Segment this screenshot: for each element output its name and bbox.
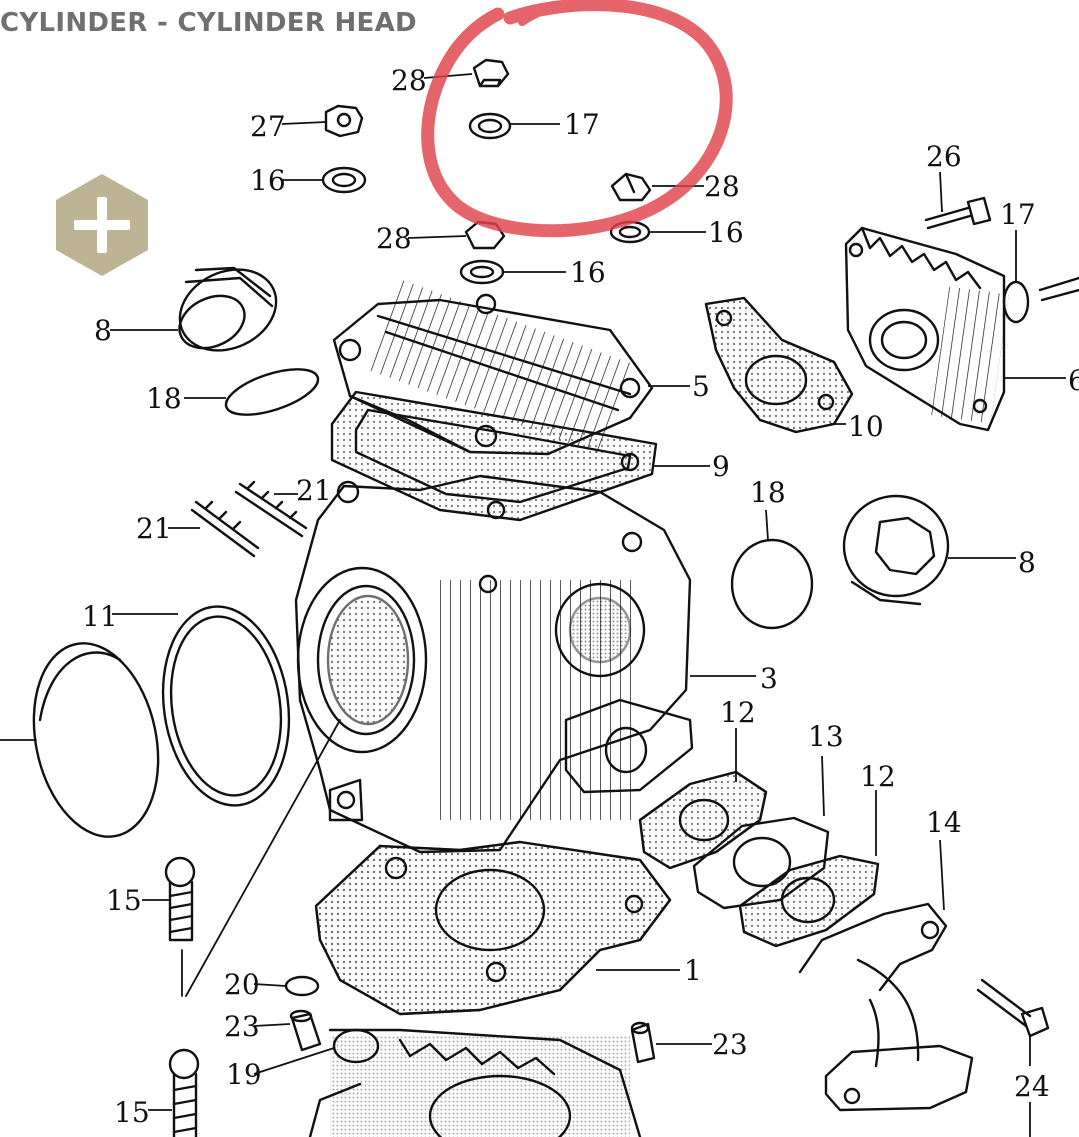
cylinder-gasket-1 [314, 840, 672, 1016]
part-label: 9 [712, 450, 730, 483]
part-label: 28 [391, 64, 427, 97]
gasket-12-lower [738, 854, 880, 948]
part-label: 23 [224, 1010, 260, 1043]
cap-nut-28-right [610, 172, 652, 202]
cylinder-head-3 [294, 474, 694, 854]
cover-disc [32, 642, 160, 838]
part-label: 20 [224, 968, 260, 1001]
part-label: 16 [708, 216, 744, 249]
assembly-line-bolt [185, 719, 341, 997]
part-label: 21 [136, 512, 172, 545]
nut-27 [324, 104, 364, 138]
part-label: 13 [808, 720, 844, 753]
gasket-10 [704, 296, 854, 434]
zoom-in-button[interactable] [52, 172, 152, 278]
part-label: 14 [926, 806, 962, 839]
bolt-right-partial [1038, 276, 1079, 302]
page-title: CYLINDER - CYLINDER HEAD [0, 8, 417, 38]
o-ring-18-right [730, 538, 814, 630]
part-label: 16 [570, 256, 606, 289]
part-label: 24 [1014, 1070, 1050, 1103]
part-label: 17 [1000, 198, 1036, 231]
bolt-15-lower [168, 1048, 200, 1137]
leader-lines [110, 73, 1066, 1137]
oil-seal-19 [332, 1028, 380, 1064]
cylinder-block [308, 1028, 642, 1137]
part-label: 12 [720, 696, 756, 729]
cap-nut-28-top [472, 58, 510, 88]
bolt-24 [976, 978, 1050, 1038]
part-label: 1 [684, 954, 702, 987]
dowel-23-right [630, 1021, 656, 1064]
part-label: 26 [926, 140, 962, 173]
dowel-pin-21-upper [234, 480, 308, 538]
part-label: 28 [376, 222, 412, 255]
o-ring-18-left [224, 368, 320, 416]
part-label: 5 [692, 370, 710, 403]
part-label: 18 [146, 382, 182, 415]
part-label: 12 [860, 760, 896, 793]
gasket-12-upper [638, 770, 768, 870]
part-label: 18 [750, 476, 786, 509]
part-label: 15 [106, 884, 142, 917]
annotation-circle [421, 0, 733, 238]
part-label: 10 [848, 410, 884, 443]
part-label: 8 [94, 314, 112, 347]
part-label: 16 [250, 164, 286, 197]
gasket-11 [161, 605, 291, 807]
o-ring-20 [284, 975, 320, 997]
part-label: 27 [250, 110, 286, 143]
dowel-23-left [289, 1009, 322, 1052]
dowel-pin-21-lower [190, 500, 260, 558]
washer-16-left [321, 166, 367, 194]
side-cover-6 [844, 226, 1009, 432]
part-labels: 28 27 17 16 28 26 17 28 16 16 8 18 5 10 … [82, 64, 1079, 1129]
intake-pipe-14 [798, 902, 974, 1112]
part-label: 17 [564, 108, 600, 141]
plus-icon [56, 174, 148, 276]
part-label: 8 [1018, 546, 1036, 579]
cap-plug-8-left [178, 266, 278, 352]
part-label: 19 [226, 1058, 262, 1091]
bolt-15-upper [164, 856, 196, 942]
part-label: 15 [114, 1096, 150, 1129]
part-label: 6 [1068, 364, 1079, 397]
bolt-26 [924, 196, 992, 230]
part-label: 28 [704, 170, 740, 203]
part-label: 3 [760, 662, 778, 695]
washer-16-mid [459, 259, 505, 285]
part-label: 23 [712, 1028, 748, 1061]
cap-plug-8-right [842, 494, 950, 606]
part-label: 21 [296, 474, 332, 507]
washer-17-top [468, 112, 512, 140]
part-label: 11 [82, 600, 118, 633]
